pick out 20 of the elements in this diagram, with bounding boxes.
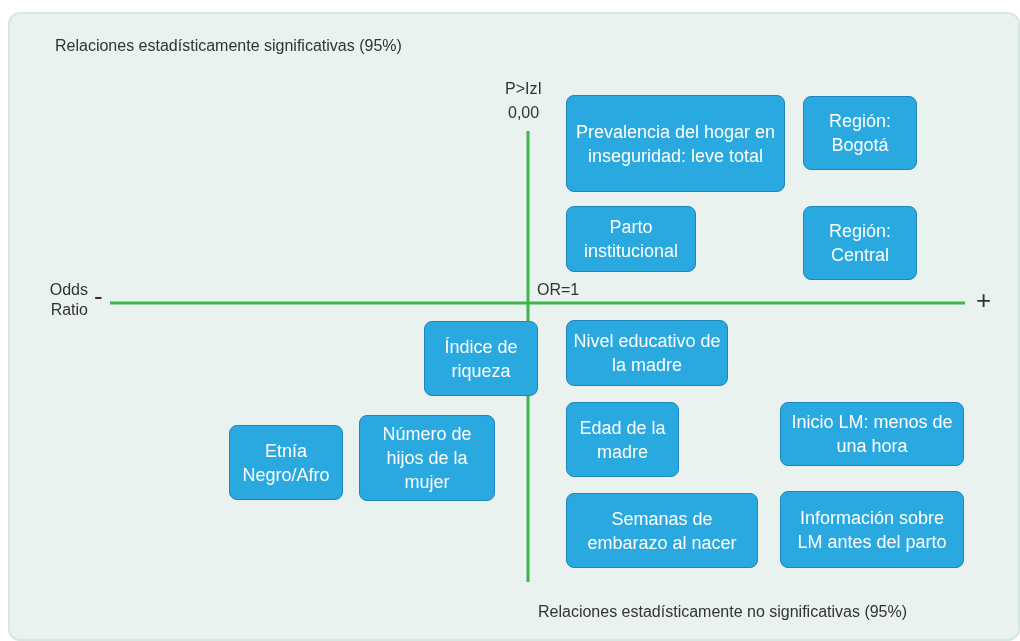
- factor-box: Edad de la madre: [566, 402, 679, 477]
- heading-text: Relaciones estadísticamente significativas (95%): [55, 36, 402, 56]
- footer-text: Relaciones estadísticamente no significativas (95%): [538, 602, 908, 622]
- axis-label: OR=1: [537, 280, 580, 300]
- factor-box: Etnía Negro/Afro: [229, 425, 343, 500]
- factor-box: Índice de riqueza: [424, 321, 538, 396]
- factor-box: Parto institucional: [566, 206, 696, 272]
- factor-box: Nivel educativo de la madre: [566, 320, 728, 386]
- axis-label: Odds Ratio: [48, 280, 88, 320]
- factor-box: Inicio LM: menos de una hora: [780, 402, 964, 466]
- axis-label: P>IzI: [505, 79, 542, 99]
- factor-box: Número de hijos de la mujer: [359, 415, 495, 501]
- factor-box: Semanas de embarazo al nacer: [566, 493, 758, 568]
- factor-box: Región: Central: [803, 206, 917, 280]
- axis-label: 0,00: [508, 103, 540, 123]
- minus-sign: -: [94, 286, 103, 306]
- factor-box: Región: Bogotá: [803, 96, 917, 170]
- factor-box: Información sobre LM antes del parto: [780, 491, 964, 568]
- plus-sign: +: [976, 290, 992, 310]
- factor-box: Prevalencia del hogar en inseguridad: leve total: [566, 95, 785, 192]
